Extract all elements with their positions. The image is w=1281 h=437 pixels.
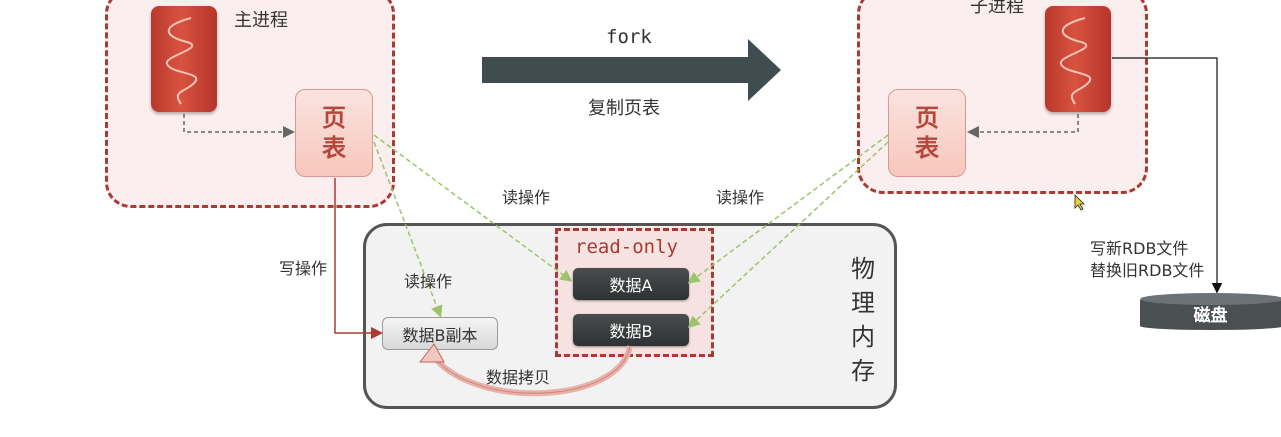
data-copy-label: 数据拷贝 <box>486 368 551 387</box>
child-process-thread-icon <box>1045 6 1111 112</box>
child-read-to-data-a <box>687 134 889 284</box>
disk-icon <box>1140 293 1281 330</box>
data-a-block: 数据A <box>573 268 689 300</box>
child-read-to-data-b <box>687 141 889 329</box>
write-operation-label: 写操作 <box>279 259 328 278</box>
read-only-label: read-only <box>575 236 678 258</box>
child-page-table-char-1: 页 <box>915 104 939 132</box>
child-thread-to-page-table-link <box>967 114 1079 138</box>
fork-arrow <box>482 39 781 101</box>
data-b-copy-block: 数据B副本 <box>382 317 498 350</box>
read-operation-left-label: 读操作 <box>502 188 551 207</box>
physical-memory-label: 物 理 内 存 <box>848 252 878 388</box>
main-thread-to-page-table-link <box>183 114 295 138</box>
fork-label: fork <box>606 26 652 48</box>
data-copy-arrowhead <box>418 343 445 363</box>
main-read-to-data-a <box>373 134 573 282</box>
main-process-label: 主进程 <box>234 10 288 31</box>
data-copy-curve-edge <box>431 345 631 394</box>
main-process-thread-icon <box>151 6 217 112</box>
read-operation-inner-label: 读操作 <box>404 272 453 291</box>
replace-old-rdb-label: 替换旧RDB文件 <box>1090 261 1205 280</box>
memory-label-char-1: 物 <box>851 255 875 283</box>
memory-label-char-4: 存 <box>851 357 875 385</box>
disk-label: 磁盘 <box>1193 305 1228 326</box>
data-b-block: 数据B <box>573 314 689 346</box>
main-read-to-data-b-copy <box>373 141 443 318</box>
read-operation-right-label: 读操作 <box>716 188 765 207</box>
main-page-table: 页 表 <box>295 89 373 177</box>
memory-label-char-3: 内 <box>851 323 875 351</box>
mouse-cursor-icon <box>1074 194 1085 211</box>
memory-label-char-2: 理 <box>851 289 875 317</box>
copy-page-table-label: 复制页表 <box>588 98 660 119</box>
child-page-table-char-2: 表 <box>915 134 939 162</box>
main-page-table-char-2: 表 <box>322 134 346 162</box>
write-operation-line <box>334 178 383 339</box>
main-page-table-char-1: 页 <box>322 104 346 132</box>
write-new-rdb-label: 写新RDB文件 <box>1090 239 1189 258</box>
child-process-label: 子进程 <box>970 0 1024 17</box>
child-to-disk-line <box>1112 57 1223 294</box>
child-page-table: 页 表 <box>888 89 966 177</box>
